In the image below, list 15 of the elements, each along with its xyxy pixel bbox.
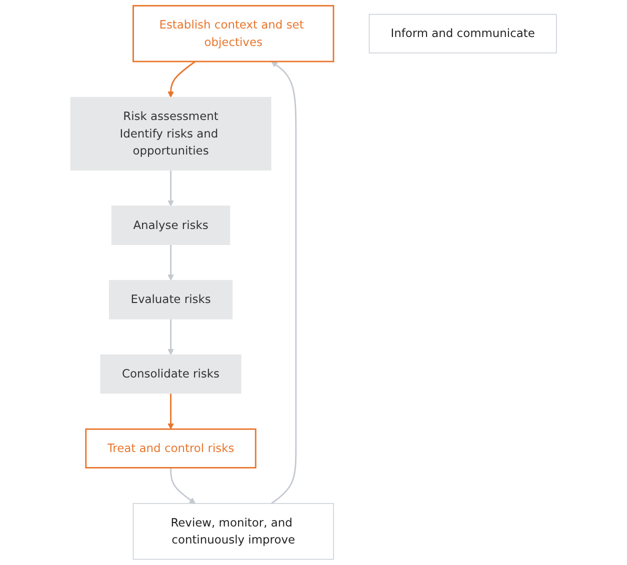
arrow (170, 468, 196, 504)
node-box: Review, monitor, and continuously improve (132, 503, 334, 560)
arrow (168, 244, 174, 281)
node-box: Consolidate risks (100, 354, 242, 394)
node-box: Analyse risks (111, 206, 230, 245)
node-box: Risk assessment Identify risks and opportunities (70, 96, 272, 171)
node-box: Establish context and set objectives (132, 5, 334, 62)
arrow (168, 393, 174, 430)
arrow (168, 318, 174, 356)
arrow (168, 170, 174, 206)
node-box: Treat and control risks (85, 428, 256, 468)
node-box: Evaluate risks (108, 280, 233, 320)
arrow (271, 61, 297, 504)
node-box: Inform and communicate (368, 14, 557, 54)
arrow (168, 60, 196, 98)
